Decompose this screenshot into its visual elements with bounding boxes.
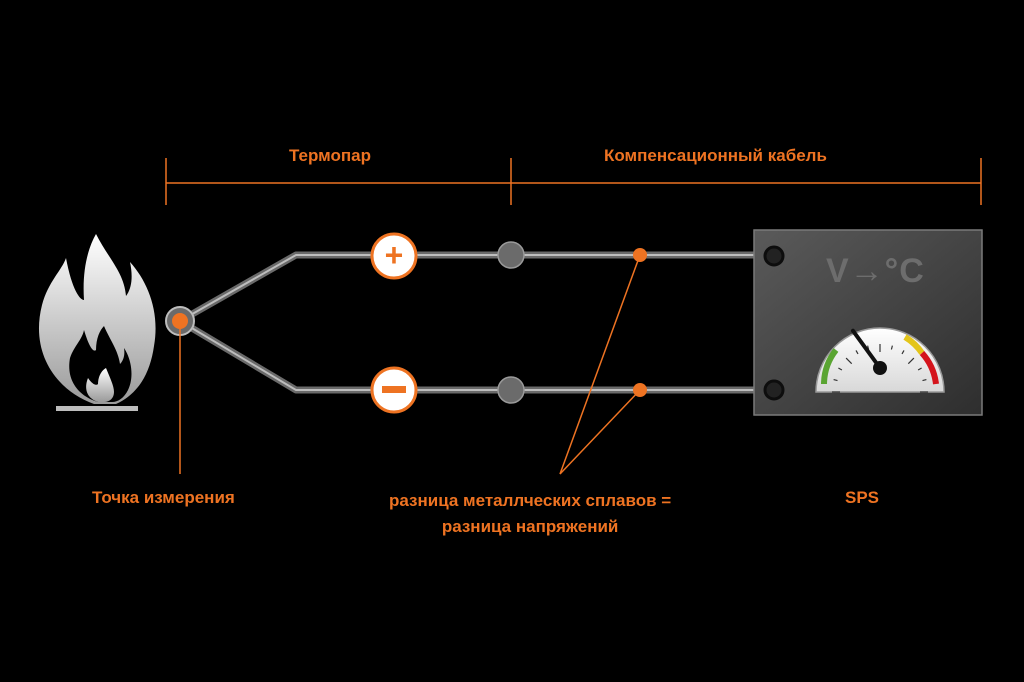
gauge-icon bbox=[815, 327, 945, 393]
gauge-tick bbox=[907, 357, 915, 365]
device-title: V→°C bbox=[826, 252, 925, 290]
connection-node-negative bbox=[497, 376, 525, 404]
dimension-bracket-compensation-cable bbox=[511, 158, 982, 205]
alloy-difference-line2: разница напряжений bbox=[441, 517, 619, 536]
gauge-tick bbox=[845, 357, 853, 365]
gauge-hub bbox=[873, 361, 887, 375]
gauge-tick bbox=[922, 379, 927, 382]
gauge-tick bbox=[833, 379, 838, 382]
minus-icon bbox=[370, 366, 418, 414]
sps-label: SPS bbox=[845, 488, 880, 507]
alloy-difference-leaders bbox=[559, 254, 641, 475]
gauge-tick bbox=[917, 367, 922, 371]
measurement-point-label: Точка измерения bbox=[92, 488, 235, 507]
alloy-difference-label: разница металлческих сплавов = разница н… bbox=[389, 488, 671, 540]
gauge-tick bbox=[838, 367, 843, 371]
gauge-needle bbox=[851, 328, 882, 370]
wire-positive bbox=[176, 251, 776, 325]
gauge-tick bbox=[855, 350, 859, 355]
plus-icon: + bbox=[370, 232, 418, 280]
wire-negative bbox=[176, 317, 776, 394]
measurement-point-junction bbox=[165, 306, 195, 336]
alloy-difference-line1: разница металлческих сплавов = bbox=[389, 491, 672, 510]
terminal-positive bbox=[763, 245, 785, 267]
flame-icon bbox=[38, 234, 156, 411]
svg-text:+: + bbox=[385, 237, 404, 273]
connection-node-positive bbox=[497, 241, 525, 269]
thermocouple-label: Термопар bbox=[289, 146, 371, 165]
terminal-negative bbox=[763, 379, 785, 401]
gauge-tick bbox=[901, 350, 905, 355]
compensation-cable-label: Компенсационный кабель bbox=[604, 146, 827, 165]
dimension-bracket-thermocouple bbox=[165, 158, 512, 205]
gauge-tick bbox=[890, 345, 893, 350]
